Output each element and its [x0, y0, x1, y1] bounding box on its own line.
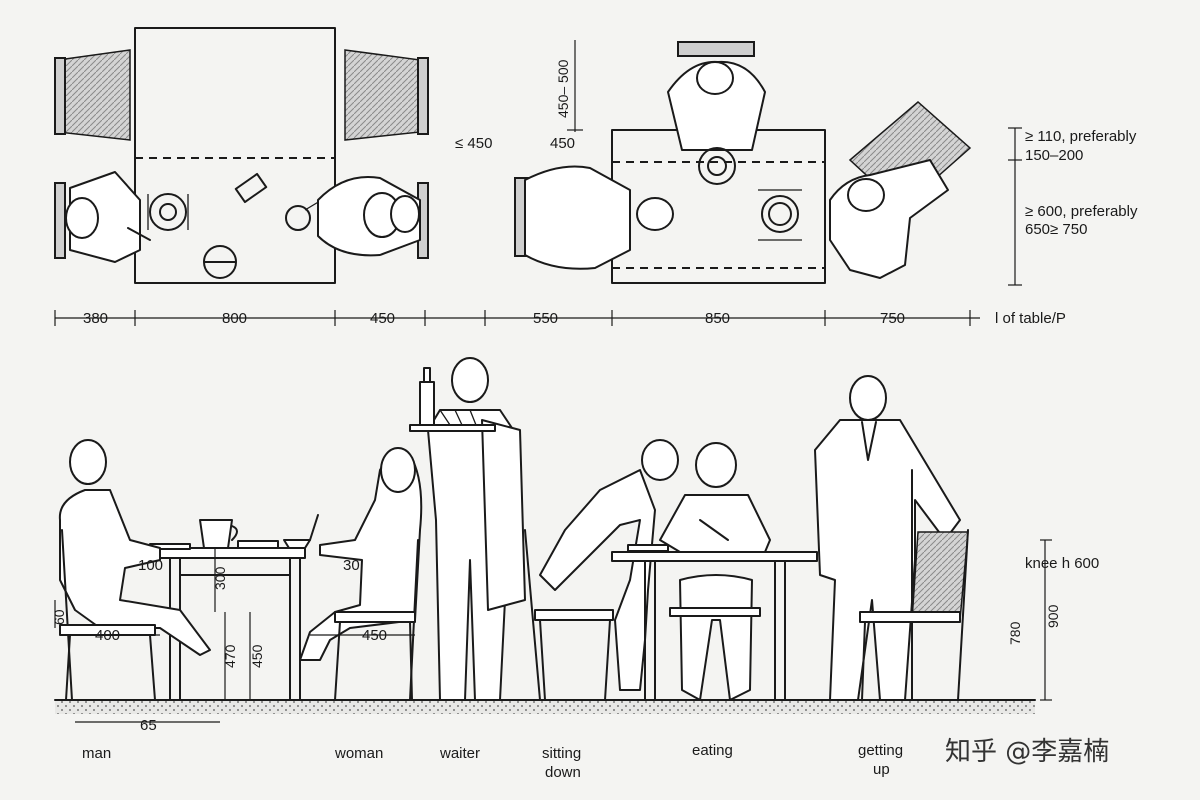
left-table-elevation [134, 519, 311, 701]
bottle-icon [419, 381, 435, 426]
figure-woman [299, 447, 423, 701]
caption-waiter: waiter [439, 745, 480, 762]
chair-getting-up [911, 531, 969, 621]
plan-dimensions [54, 40, 1022, 326]
caption-sitting: sitting [542, 745, 581, 762]
figure-eating [659, 442, 771, 701]
chair-top-left [57, 49, 131, 141]
tray-icon [234, 172, 268, 204]
caption-woman: woman [334, 745, 383, 762]
dim-400: 400 [95, 627, 120, 644]
figure-getting-up [814, 375, 969, 701]
dim-450-woman: 450 [362, 627, 387, 644]
dim-780: 780 [1007, 621, 1023, 645]
right-table-plan [514, 41, 972, 284]
dim-le-450: ≤ 450 [455, 135, 492, 152]
person-plan-getting-up [829, 159, 949, 279]
chair-top [677, 41, 755, 57]
caption-getting: getting [858, 742, 903, 759]
plate-icon [149, 193, 187, 231]
knee-height: knee h 600 [1025, 555, 1099, 572]
dim-900: 900 [1045, 604, 1061, 628]
plate-icon-far [761, 195, 799, 233]
watermark: 知乎 @李嘉楠 [945, 737, 1109, 767]
dim-300: 300 [212, 566, 228, 590]
caption-up: up [873, 761, 890, 778]
dim-550: 550 [533, 310, 558, 327]
figure-waiter [409, 357, 526, 701]
dim-450-elev: 450 [249, 644, 265, 668]
dim-100: 100 [138, 557, 163, 574]
chair-bottom-left [54, 182, 66, 259]
dim-450-plan: 450 [370, 310, 395, 327]
note-600: ≥ 600, preferably [1025, 203, 1138, 220]
person-plan-left [69, 171, 141, 263]
dim-470: 470 [222, 644, 238, 668]
pitcher-icon [199, 519, 233, 549]
plan-view: 380 800 450 550 850 750 l of table/P 450… [54, 27, 1138, 327]
dim-450-top: 450 [550, 135, 575, 152]
caption-eating: eating [692, 742, 733, 759]
figure-man [58, 439, 211, 701]
dim-450-500: 450– 500 [555, 59, 571, 118]
plate-icon-right [285, 205, 311, 231]
dim-60: 60 [51, 609, 67, 625]
dim-table-p: l of table/P [995, 310, 1066, 327]
person-plan-left2 [524, 165, 631, 270]
note-110: ≥ 110, preferably [1025, 128, 1137, 145]
elevation-dimensions [54, 539, 1052, 723]
note-650-750: 650≥ 750 [1025, 221, 1087, 238]
caption-man: man [82, 745, 111, 762]
chair-top-right [344, 49, 421, 141]
left-table-plan [54, 27, 429, 284]
dim-65: 65 [140, 717, 157, 734]
plate-icon-top [698, 147, 736, 185]
serving-tray [409, 424, 496, 432]
dim-800: 800 [222, 310, 247, 327]
dim-30: 30 [343, 557, 360, 574]
elevation-view: 100 300 30 60 400 470 450 450 65 knee h … [51, 357, 1109, 781]
dim-750: 750 [880, 310, 905, 327]
note-150-200: 150–200 [1025, 147, 1083, 164]
ground [55, 700, 1035, 714]
dim-850: 850 [705, 310, 730, 327]
dim-380: 380 [83, 310, 108, 327]
caption-down: down [545, 764, 581, 781]
